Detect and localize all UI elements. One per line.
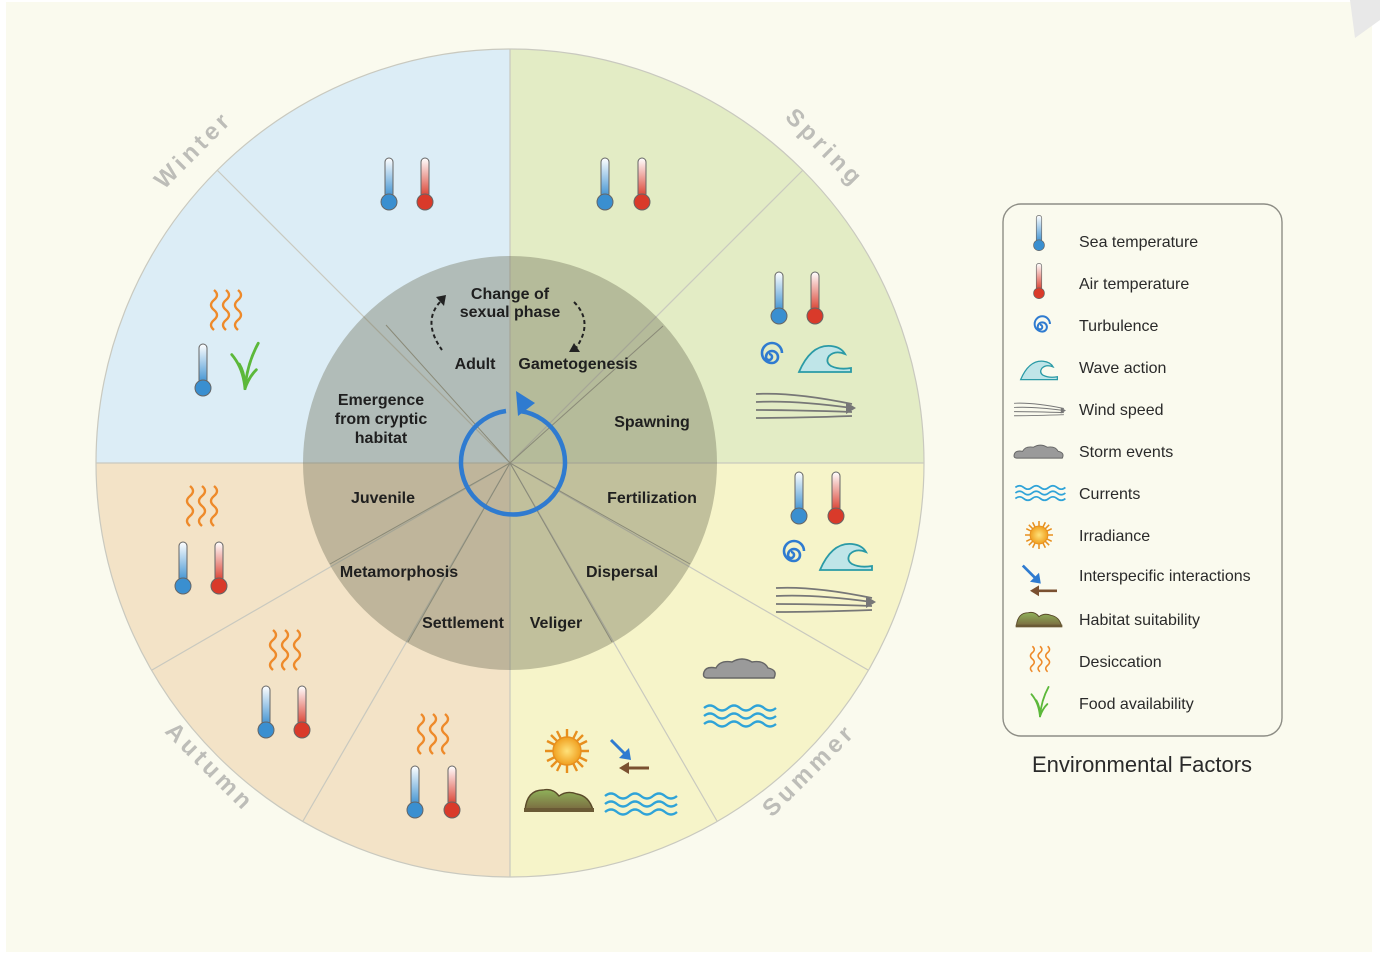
legend-item-irradiance: Irradiance <box>1024 520 1150 550</box>
legend-label: Food availability <box>1079 696 1194 713</box>
legend-label: Currents <box>1079 486 1140 503</box>
stage-metamorphosis: Metamorphosis <box>340 564 458 581</box>
arrow-head-left <box>436 295 446 306</box>
legend-item-wave-action: Wave action <box>1020 360 1166 381</box>
sun-icon <box>543 727 591 775</box>
legend-label: Wave action <box>1079 360 1166 377</box>
legend-label: Air temperature <box>1079 276 1189 293</box>
legend-label: Turbulence <box>1079 318 1159 335</box>
stage-change-of-sexual-phase-line1: Change of <box>471 286 550 303</box>
stage-spawning: Spawning <box>614 414 690 431</box>
legend-label: Interspecific interactions <box>1079 568 1251 585</box>
sun-icon <box>1024 520 1054 550</box>
legend: Sea temperature Air temperature Turbulen… <box>1002 203 1283 777</box>
legend-label: Desiccation <box>1079 654 1162 671</box>
legend-label: Sea temperature <box>1079 234 1198 251</box>
arrow-head-right <box>569 343 580 352</box>
stage-fertilization: Fertilization <box>607 490 697 507</box>
stage-dispersal: Dispersal <box>586 564 658 581</box>
stage-emergence-line1: Emergence <box>338 392 424 409</box>
legend-label: Storm events <box>1079 444 1173 461</box>
legend-title: Environmental Factors <box>1032 752 1252 777</box>
legend-item-storm-events: Storm events <box>1013 444 1173 461</box>
stage-adult: Adult <box>455 356 497 373</box>
legend-item-habitat-suitability: Habitat suitability <box>1015 611 1200 629</box>
legend-item-sea-temperature: Sea temperature <box>1033 214 1198 252</box>
legend-item-interspecific-interactions: Interspecific interactions <box>1021 564 1251 598</box>
legend-item-currents: Currents <box>1014 484 1140 503</box>
legend-label: Habitat suitability <box>1079 612 1200 629</box>
legend-item-air-temperature: Air temperature <box>1033 262 1189 300</box>
stage-emergence-line3: habitat <box>355 430 408 447</box>
legend-item-food-availability: Food availability <box>1030 686 1194 718</box>
stage-juvenile: Juvenile <box>351 490 415 507</box>
legend-item-wind-speed: Wind speed <box>1013 402 1164 419</box>
autumn-quadrant <box>96 463 510 877</box>
stage-emergence-line2: from cryptic <box>335 411 428 428</box>
legend-label: Wind speed <box>1079 402 1164 419</box>
sexual-phase-arrows <box>430 301 586 351</box>
legend-label: Irradiance <box>1079 528 1150 545</box>
page-corner <box>1350 0 1380 38</box>
legend-box <box>1002 203 1283 737</box>
stage-change-of-sexual-phase-line2: sexual phase <box>460 304 561 321</box>
stage-settlement: Settlement <box>422 615 504 632</box>
legend-item-desiccation: Desiccation <box>1029 645 1162 673</box>
cycle-arrow-icon <box>458 391 568 517</box>
inner-dividers <box>329 324 691 643</box>
stage-veliger: Veliger <box>530 615 582 632</box>
legend-item-turbulence: Turbulence <box>1033 315 1159 335</box>
life-stages: Change of sexual phase Adult Gametogenes… <box>335 286 697 632</box>
stage-gametogenesis: Gametogenesis <box>518 356 637 373</box>
